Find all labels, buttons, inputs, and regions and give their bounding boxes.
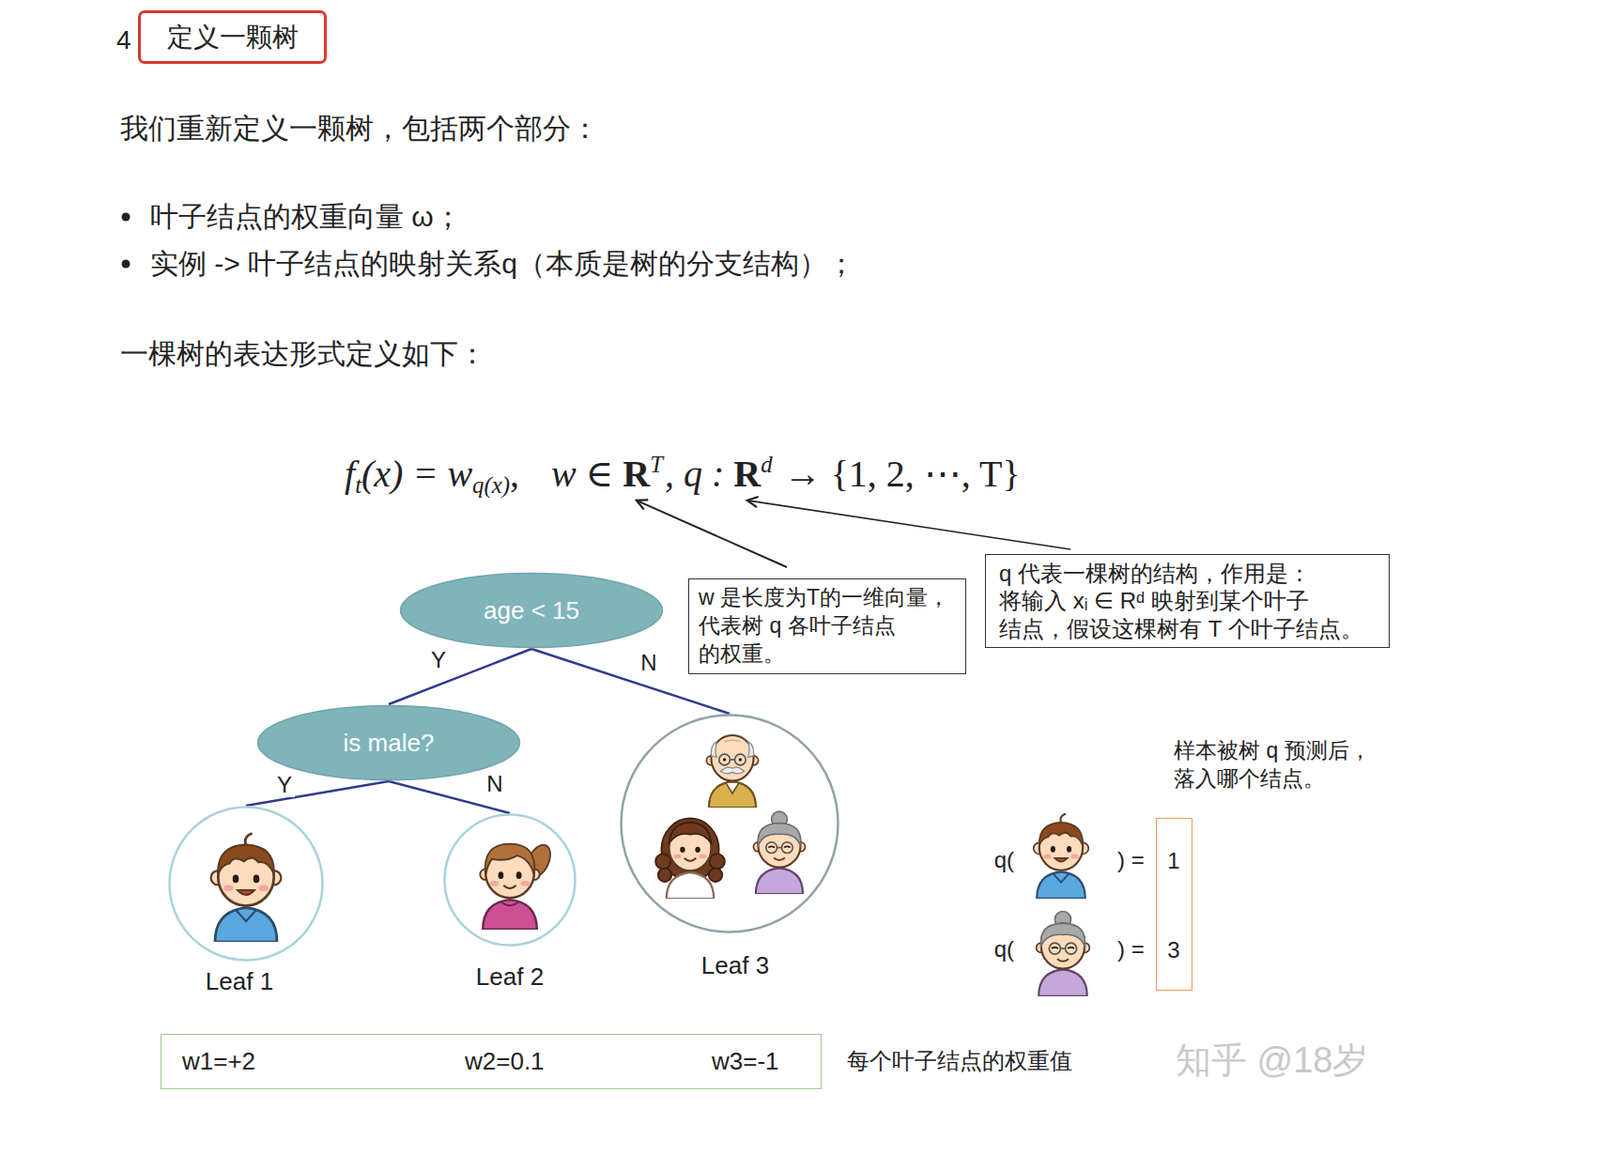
shape-outline — [621, 715, 839, 933]
formula-part: R — [622, 452, 650, 495]
leaf-node: Leaf 3 — [619, 713, 840, 934]
section-number: 4 — [116, 23, 132, 58]
tree-branch — [246, 781, 389, 806]
weight-box: w1=+2 w2=0.1 w3=-1 — [160, 1033, 822, 1090]
formula-part: q(x) — [472, 472, 510, 498]
grandma-figure — [1036, 911, 1091, 997]
node-text: w 是长度为T的一维向量， 代表树 q 各叶子结点 的权重。 — [698, 584, 956, 669]
paragraph: 一棵树的表达形式定义如下： — [120, 335, 487, 372]
girl-figure — [479, 841, 555, 930]
boy-figure — [1033, 814, 1089, 899]
branch-label: N — [483, 771, 506, 797]
result-box: 13 — [1155, 817, 1193, 991]
node-text: w3=-1 — [711, 1047, 780, 1076]
bullet-dot — [122, 213, 131, 222]
branch-label: N — [637, 650, 660, 676]
paragraph: 我们重新定义一颗树，包括两个部分： — [120, 109, 600, 147]
decision-node: is male? — [256, 704, 522, 782]
mapping-label: q( — [994, 934, 1015, 964]
formula-part: T — [649, 451, 663, 477]
boy-figure — [211, 833, 282, 943]
mapping-label: q( — [994, 845, 1015, 875]
node-text: age < 15 — [483, 596, 580, 626]
formula-part: w ∈ — [551, 452, 614, 495]
node-text: w2=0.1 — [464, 1047, 545, 1076]
callout-box: w 是长度为T的一维向量， 代表树 q 各叶子结点 的权重。 — [688, 578, 967, 675]
leaf-node: Leaf 2 — [443, 813, 577, 947]
circle-outline — [443, 813, 577, 947]
bullet-dot — [122, 260, 131, 269]
node-text: q 代表一棵树的结构，作用是： 将输入 xᵢ ∈ Rᵈ 映射到某个叶子 结点，假… — [999, 559, 1376, 643]
formula-part: t — [354, 472, 362, 498]
callout-box: q 代表一棵树的结构，作用是： 将输入 xᵢ ∈ Rᵈ 映射到某个叶子 结点，假… — [984, 553, 1390, 648]
formula-part: R — [733, 452, 761, 495]
node-text: is male? — [343, 728, 435, 758]
leaf-label: Leaf 3 — [701, 952, 770, 980]
bullet-text: 叶子结点的权重向量 ω； — [150, 198, 462, 235]
shape-outline — [445, 815, 576, 946]
note: 每个叶子结点的权重值 — [846, 1046, 1073, 1076]
woman-figure — [655, 818, 725, 900]
shape-outline — [258, 706, 521, 781]
formula-part: d — [760, 451, 772, 477]
decision-node: age < 15 — [399, 571, 664, 649]
note: 样本被树 q 预测后， 落入哪个结点。 — [1173, 737, 1409, 794]
mapping-label: ) = — [1117, 845, 1145, 875]
leader-arrow — [747, 500, 1071, 550]
mapping-label: ) = — [1117, 934, 1145, 964]
node-text: 3 — [1167, 938, 1180, 963]
shape-outline — [169, 807, 324, 961]
node-text: 定义一颗树 — [167, 19, 299, 56]
watermark: 知乎 @18岁 — [1175, 1037, 1369, 1084]
shape-outline — [400, 573, 663, 648]
circle-outline — [619, 713, 840, 934]
leaf-label: Leaf 2 — [476, 963, 544, 991]
circle-outline — [168, 805, 324, 962]
leaf-label: Leaf 1 — [205, 968, 274, 996]
formula-part: , — [509, 452, 520, 495]
section-heading-box: 定义一颗树 — [138, 10, 327, 64]
branch-label: Y — [428, 647, 449, 673]
tree-branch — [388, 648, 532, 705]
formula-part: , q : — [664, 452, 724, 495]
grandma-figure — [753, 811, 805, 894]
node-text: w1=+2 — [182, 1047, 256, 1076]
formula-part: f — [344, 452, 355, 495]
formula-part: → {1, 2, ⋯, T} — [784, 452, 1021, 495]
leader-arrow — [636, 500, 787, 568]
node-text: 1 — [1167, 848, 1180, 874]
leaf-node: Leaf 1 — [168, 805, 324, 962]
branch-label: Y — [274, 772, 295, 798]
grandpa-figure — [706, 735, 758, 808]
formula-part: (x) = w — [361, 452, 473, 495]
formula: ft(x) = wq(x),w ∈RT, q :Rd→ {1, 2, ⋯, T} — [344, 450, 1021, 500]
bullet-text: 实例 -> 叶子结点的映射关系q（本质是树的分支结构）； — [150, 245, 856, 282]
